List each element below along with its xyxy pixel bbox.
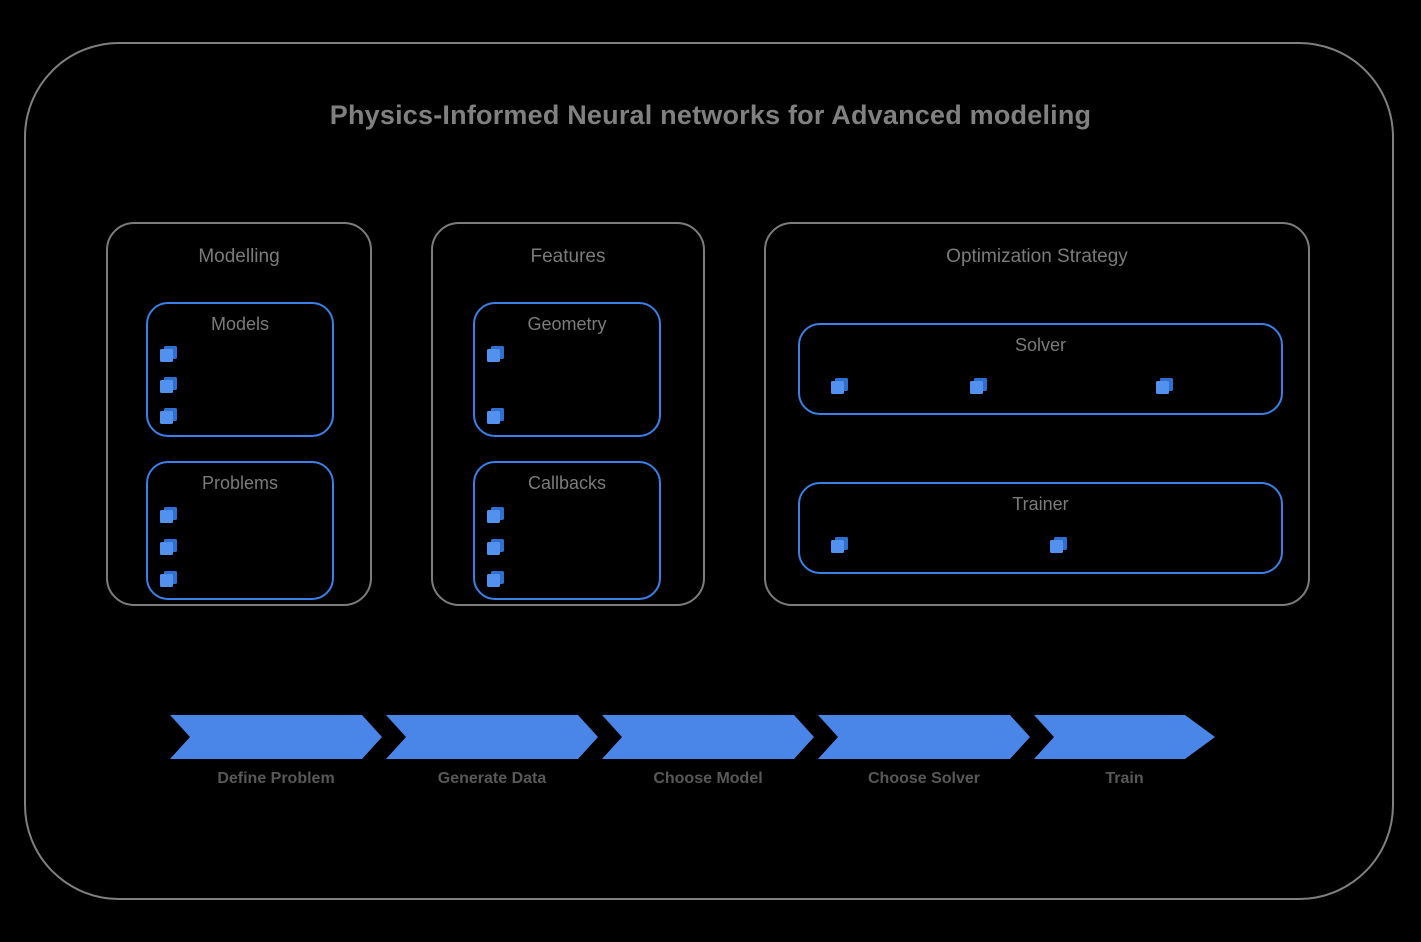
workflow-step-arrow-2[interactable] xyxy=(386,715,598,759)
workflow-step-arrow-3[interactable] xyxy=(602,715,814,759)
box-callbacks[interactable]: Callbacks xyxy=(473,461,661,600)
item-marker xyxy=(1050,537,1067,554)
item-marker xyxy=(970,378,987,395)
workflow-step-arrow-5[interactable] xyxy=(1034,715,1215,759)
workflow-step-arrow-4[interactable] xyxy=(818,715,1030,759)
item-marker xyxy=(487,346,504,363)
box-title-problems: Problems xyxy=(201,473,279,493)
item-marker xyxy=(160,346,177,363)
workflow-step-label-2: Generate Data xyxy=(437,770,547,787)
box-title-geometry: Geometry xyxy=(527,314,607,334)
box-geometry[interactable]: Geometry xyxy=(473,302,661,437)
workflow-step-label-1: Define Problem xyxy=(217,770,335,787)
item-marker xyxy=(160,377,177,394)
group-title-optimization-strategy: Optimization Strategy xyxy=(946,246,1128,267)
item-marker xyxy=(160,571,177,588)
box-problems[interactable]: Problems xyxy=(146,461,334,600)
workflow-step-arrow-1[interactable] xyxy=(170,715,382,759)
box-solver[interactable]: Solver xyxy=(798,323,1283,415)
item-marker xyxy=(160,539,177,556)
item-marker xyxy=(487,408,504,425)
box-title-solver: Solver xyxy=(1014,335,1067,355)
workflow-step-label-5: Train xyxy=(1105,770,1144,787)
item-marker xyxy=(487,571,504,588)
workflow-step-label-3: Choose Model xyxy=(653,770,763,787)
workflow-arrow-strip xyxy=(170,715,1215,759)
item-marker xyxy=(487,539,504,556)
group-panel-optimization-strategy: Optimization Strategy xyxy=(764,222,1310,606)
item-marker xyxy=(831,378,848,395)
group-title-modelling: Modelling xyxy=(198,246,280,267)
box-title-callbacks: Callbacks xyxy=(527,473,607,493)
item-marker xyxy=(160,408,177,425)
diagram-title: Physics-Informed Neural networks for Adv… xyxy=(329,100,1092,130)
box-trainer[interactable]: Trainer xyxy=(798,482,1283,574)
item-marker xyxy=(160,507,177,524)
box-title-models: Models xyxy=(210,314,270,334)
box-models[interactable]: Models xyxy=(146,302,334,437)
item-marker xyxy=(831,537,848,554)
outer-container-frame xyxy=(24,42,1394,900)
group-panel-features: Features xyxy=(431,222,705,606)
workflow-step-label-4: Choose Solver xyxy=(867,770,981,787)
group-panel-modelling: Modelling xyxy=(106,222,372,606)
item-marker xyxy=(487,507,504,524)
box-title-trainer: Trainer xyxy=(1012,494,1069,514)
item-marker xyxy=(1156,378,1173,395)
group-title-features: Features xyxy=(530,246,606,267)
